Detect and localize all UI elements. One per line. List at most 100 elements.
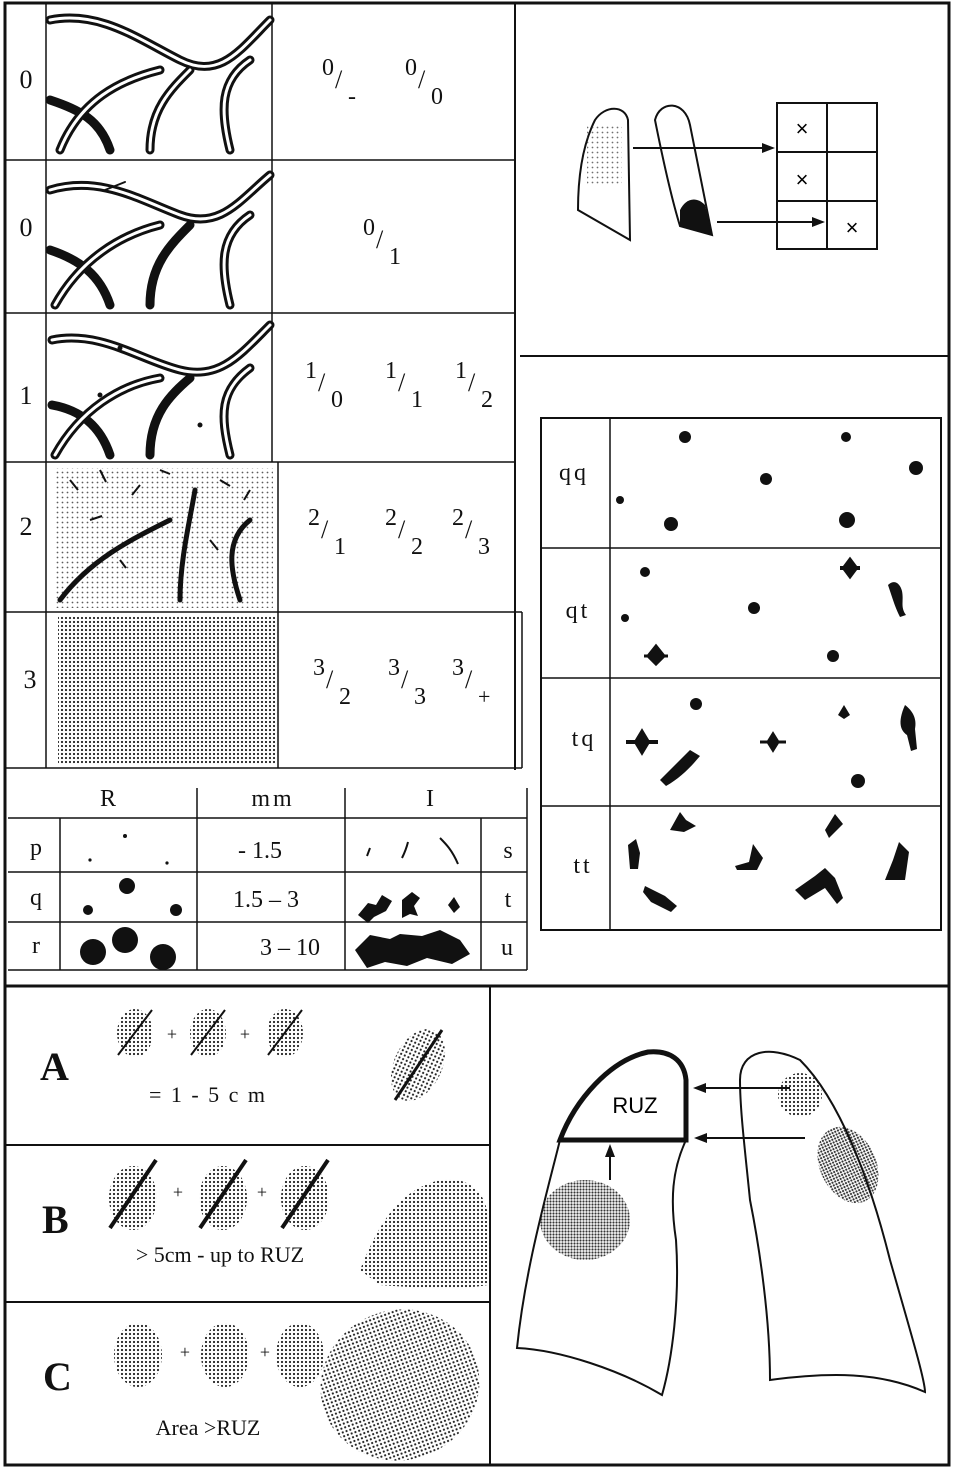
irregular-code: s [503,838,512,864]
svg-text:/: / [465,665,473,694]
shape-code-label: tq [572,726,597,752]
round-opacity-icons [80,834,182,970]
size-range: 1.5 – 3 [233,887,299,913]
medium-opacity-ellipse [114,1323,162,1387]
svg-text:3: 3 [478,534,490,560]
shape-code-label: qt [566,598,591,624]
arrow-head-icon [762,143,775,153]
svg-text:2: 2 [481,387,493,413]
vessel-pattern-image [50,18,270,150]
subcategory-code: 1/0 [305,358,343,413]
subcategory-code: 3/3 [388,655,426,710]
svg-text:0: 0 [431,84,443,110]
round-code: q [30,885,42,911]
zone-mark: × [846,215,859,240]
category-b-letter: B [42,1197,69,1242]
qq-opacities [616,431,923,531]
subcategory-code: 2/2 [385,505,423,560]
zone-mark: × [796,116,809,141]
nodular-pattern-image [58,616,275,764]
svg-text:/: / [398,368,406,397]
profusion-category-label: 3 [24,665,37,694]
svg-text:1: 1 [389,244,401,270]
svg-text:/: / [401,665,409,694]
small-opacity-ellipse [117,1009,153,1057]
category-c-caption: Area >RUZ [156,1415,261,1440]
subcategory-code: 3/2 [313,655,351,710]
irregular-code: u [501,935,513,961]
lung-diagram: RUZ [517,1052,925,1395]
svg-text:3: 3 [452,655,464,681]
svg-text:/: / [326,665,334,694]
category-a-letter: A [40,1044,69,1089]
medium-opacity-ellipse [109,1160,157,1230]
svg-text:1: 1 [411,387,423,413]
svg-text:1: 1 [455,358,467,384]
zone-mark: × [796,167,809,192]
svg-text:2: 2 [452,505,464,531]
shape-combination-table: qq qt tq tt [541,418,941,930]
shape-code-label: qq [559,460,589,486]
plus-sign: + [180,1342,190,1362]
svg-text:1: 1 [305,358,317,384]
profusion-category-label: 0 [20,213,33,242]
large-opacity-blob [360,1179,488,1288]
svg-text:3: 3 [313,655,325,681]
combined-opacity-ellipse [380,1020,456,1109]
profusion-table: 0 0 1 2 3 [5,3,522,768]
large-opacities-panel: A + + = 1 - 5 c m B + + > 5cm - up to RU… [5,986,501,1467]
svg-text:/: / [418,65,426,94]
svg-text:2: 2 [411,534,423,560]
plus-sign: + [173,1182,183,1202]
svg-text:2: 2 [339,684,351,710]
subcategory-code: 0/1 [363,215,401,270]
irregular-opacity-icons [355,838,470,968]
svg-text:0: 0 [322,55,334,81]
arrow-head-icon [812,217,825,227]
category-b-caption: > 5cm - up to RUZ [136,1242,304,1267]
zone-diagram: × × × [520,103,949,356]
svg-text:0: 0 [405,55,417,81]
subcategory-code: 0/0 [405,55,443,110]
size-range: 3 – 10 [260,935,320,961]
svg-text:1: 1 [334,534,346,560]
medium-opacity-ellipse [276,1323,324,1387]
svg-text:3: 3 [388,655,400,681]
irregular-code: t [505,887,512,913]
subcategory-code: 2/3 [452,505,490,560]
subcategory-code: 1/2 [455,358,493,413]
vessel-pattern-image [52,325,270,455]
vessel-pattern-image [50,175,270,305]
svg-text:/: / [465,515,473,544]
medium-opacity-ellipse [201,1323,249,1387]
subcategory-code: 1/1 [385,358,423,413]
mixed-pattern-image [55,468,273,608]
small-opacity-ellipse [267,1009,303,1057]
svg-text:0: 0 [331,387,343,413]
qt-opacities [621,560,906,664]
small-opacity-ellipse [190,1009,226,1057]
svg-text:/: / [318,368,326,397]
category-c-letter: C [43,1354,72,1399]
profusion-category-label: 2 [20,512,33,541]
tt-opacities [628,812,909,912]
subcategory-code: 2/1 [308,505,346,560]
rounded-header: R [100,786,116,812]
size-range: - 1.5 [238,838,282,864]
svg-text:3: 3 [414,684,426,710]
svg-text:/: / [321,515,329,544]
size-header: mm [251,786,294,812]
arrow-head-icon [693,1083,706,1093]
medium-opacity-ellipse [199,1160,247,1230]
medium-opacity-ellipse [281,1160,329,1230]
svg-text:2: 2 [308,505,320,531]
subcategory-code: 3/+ [452,655,490,709]
profusion-category-label: 0 [20,65,33,94]
large-opacity-ellipse [299,1287,501,1467]
opacity-left-upper [778,1073,822,1117]
svg-text:-: - [348,84,356,110]
plus-sign: + [260,1342,270,1362]
svg-text:0: 0 [363,215,375,241]
svg-text:/: / [335,65,343,94]
